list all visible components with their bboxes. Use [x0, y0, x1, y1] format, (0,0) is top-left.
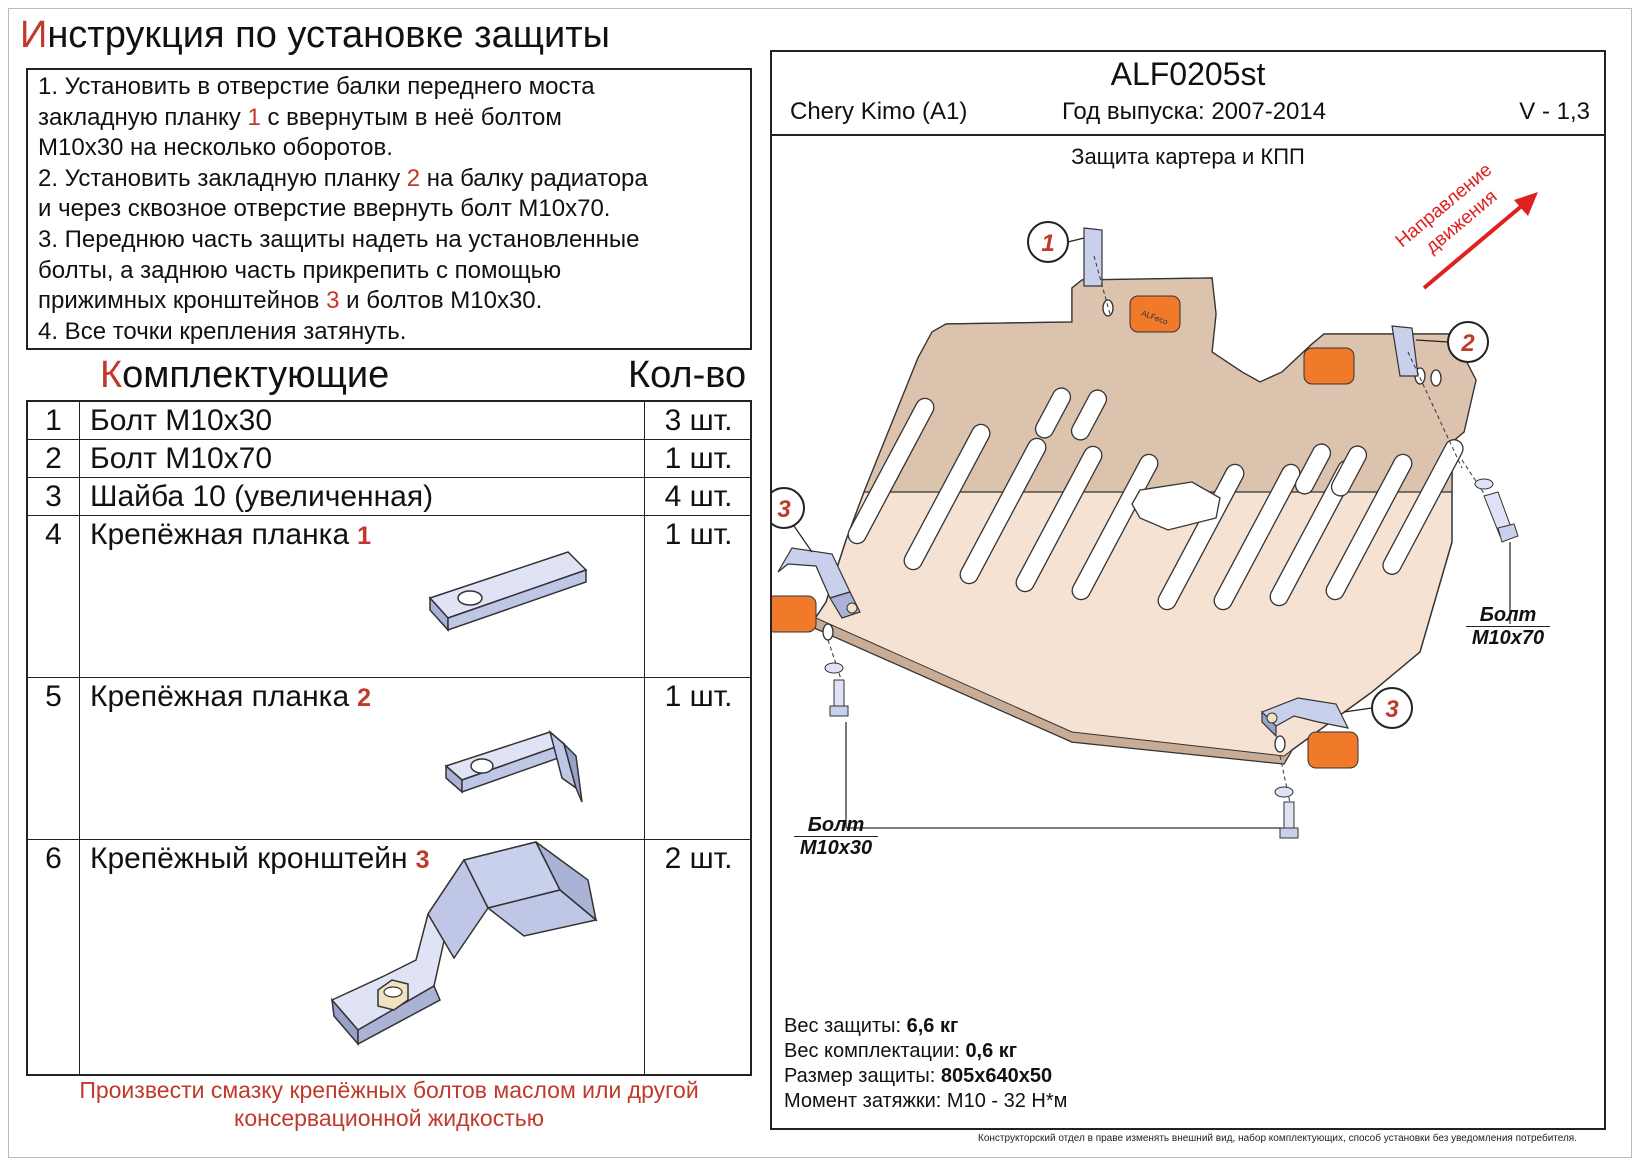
spec-torque: Момент затяжки: М10 - 32 Н*м: [784, 1090, 1068, 1112]
spec-kit-weight: Вес комплектации: 0,6 кг: [784, 1040, 1018, 1062]
skid-plate-drawing: Направление движения: [772, 159, 1538, 839]
bracket-3-left: [777, 547, 861, 619]
plate-1-placement: [1083, 227, 1111, 315]
specs-block: Вес защиты: 6,6 кг Вес комплектации: 0,6…: [784, 1014, 1067, 1114]
part-qty: 4 шт.: [644, 478, 752, 515]
row-number: 1: [28, 402, 80, 439]
part-qty: 1 шт.: [644, 678, 752, 839]
bracket-3-right: [1260, 697, 1350, 738]
row-number: 5: [28, 678, 80, 839]
components-table: 1 Болт М10х30 3 шт. 2 Болт М10х70 1 шт. …: [26, 400, 752, 1076]
svg-text:2: 2: [1460, 330, 1475, 357]
bolt-m10x70-label: Болт М10х70: [1466, 604, 1550, 649]
instructions-box: 1. Установить в отверстие балки переднег…: [26, 68, 752, 350]
engine-version: V - 1,3: [1519, 98, 1590, 125]
direction-arrow: Направление движения: [1392, 159, 1538, 290]
part-name: Шайба 10 (увеличенная): [90, 480, 434, 513]
part-qty: 1 шт.: [644, 440, 752, 477]
bolts-m10x30: [824, 639, 1299, 839]
spec-size: Размер защиты: 805х640х50: [784, 1065, 1053, 1087]
production-years: Год выпуска: 2007-2014: [1062, 98, 1327, 125]
instruction-step-3: 3. Переднюю часть защиты надеть на устан…: [38, 225, 640, 253]
car-model: Chery Kimo (A1): [790, 98, 968, 125]
bolt-m10x70: [1461, 459, 1519, 624]
svg-text:3: 3: [1385, 696, 1399, 723]
part-qty: 2 шт.: [644, 840, 752, 1076]
plate-2-placement: [1391, 325, 1463, 469]
instruction-step-2: 2. Установить закладную планку 2 на балк…: [38, 164, 648, 192]
page-frame: [8, 8, 1632, 1158]
spec-weight: Вес защиты: 6,6 кг: [784, 1015, 959, 1037]
disclaimer: Конструкторский отдел в праве изменять в…: [978, 1133, 1577, 1144]
callout-2: 2: [1415, 321, 1489, 363]
row-number: 6: [28, 840, 80, 1076]
callout-3-left: 3: [772, 487, 813, 553]
row-number: 4: [28, 516, 80, 677]
components-title: Комплектующие: [100, 354, 390, 396]
part-name: Болт М10х30: [90, 404, 273, 437]
drawing-title: Защита картера и КПП: [1071, 144, 1305, 169]
drawing-panel: ALF0205st Chery Kimo (A1) Год выпуска: 2…: [770, 50, 1606, 1130]
part-name: Болт М10х70: [90, 442, 273, 475]
part-qty: 1 шт.: [644, 516, 752, 677]
row-number: 2: [28, 440, 80, 477]
mounting-plate-1-drawing: [428, 551, 588, 632]
instruction-step-4: 4. Все точки крепления затянуть.: [38, 317, 407, 345]
table-row: 1 Болт М10х30 3 шт.: [28, 402, 750, 440]
part-qty: 3 шт.: [644, 402, 752, 439]
callout-3-right: 3: [1343, 687, 1413, 729]
quantity-header: Кол-во: [628, 354, 747, 396]
callout-1: 1: [1027, 221, 1085, 263]
skid-plate: ALFeco: [772, 277, 1477, 769]
lubrication-note: Произвести смазку крепёжных болтов масло…: [79, 1077, 699, 1131]
page-title: Инструкция по установке защиты: [20, 14, 610, 56]
table-row: 3 Шайба 10 (увеличенная) 4 шт.: [28, 478, 750, 516]
instruction-step-1: 1. Установить в отверстие балки переднег…: [38, 73, 595, 100]
svg-text:1: 1: [1041, 230, 1054, 257]
table-row: 2 Болт М10х70 1 шт.: [28, 440, 750, 478]
product-code: ALF0205st: [1110, 56, 1266, 92]
svg-text:3: 3: [777, 496, 791, 523]
row-number: 3: [28, 478, 80, 515]
brand-badges: ALFeco: [772, 295, 1359, 769]
product-header: ALF0205st Chery Kimo (A1) Год выпуска: 2…: [772, 52, 1604, 136]
mounting-plate-2-drawing: [444, 729, 583, 803]
bolt-m10x30-label: Болт М10х30: [794, 814, 878, 859]
mounting-bracket-3-drawing: [330, 841, 598, 1047]
